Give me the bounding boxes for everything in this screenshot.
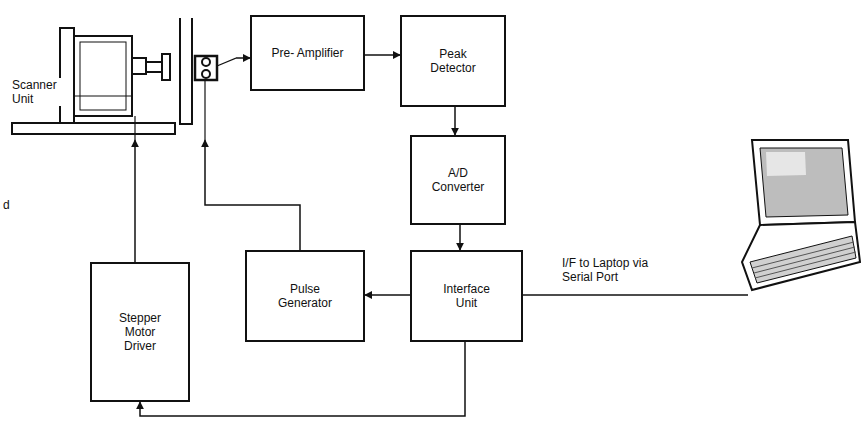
signal-connector	[236, 57, 250, 59]
laptop-icon	[742, 140, 860, 290]
process-box: Pre- Amplifier	[250, 15, 365, 91]
cut-off-text: d	[3, 198, 10, 212]
interface-label: I/F to Laptop via Serial Port	[562, 256, 672, 284]
process-box: Pulse Generator	[245, 250, 365, 342]
signal-connector	[205, 140, 300, 250]
signal-connector	[454, 107, 456, 135]
box-label: Peak Detector	[418, 47, 488, 75]
box-label: Interface Unit	[432, 282, 502, 310]
box-label: Pulse Generator	[267, 282, 343, 310]
scanner-unit: Scanner Unit	[8, 18, 236, 140]
box-label: Stepper Motor Driver	[110, 311, 170, 353]
serial-line	[523, 294, 748, 296]
signal-connector	[459, 225, 461, 250]
box-label: A/D Converter	[423, 166, 493, 194]
unit-label: Scanner Unit	[12, 78, 62, 106]
process-box: Peak Detector	[400, 15, 506, 107]
box-label: Pre- Amplifier	[270, 46, 346, 60]
signal-connector	[365, 54, 400, 56]
signal-connector	[134, 140, 136, 262]
signal-connector	[365, 294, 410, 296]
process-box: Stepper Motor Driver	[90, 262, 190, 402]
process-box: Interface Unit	[410, 250, 523, 342]
process-box: A/D Converter	[410, 135, 506, 225]
